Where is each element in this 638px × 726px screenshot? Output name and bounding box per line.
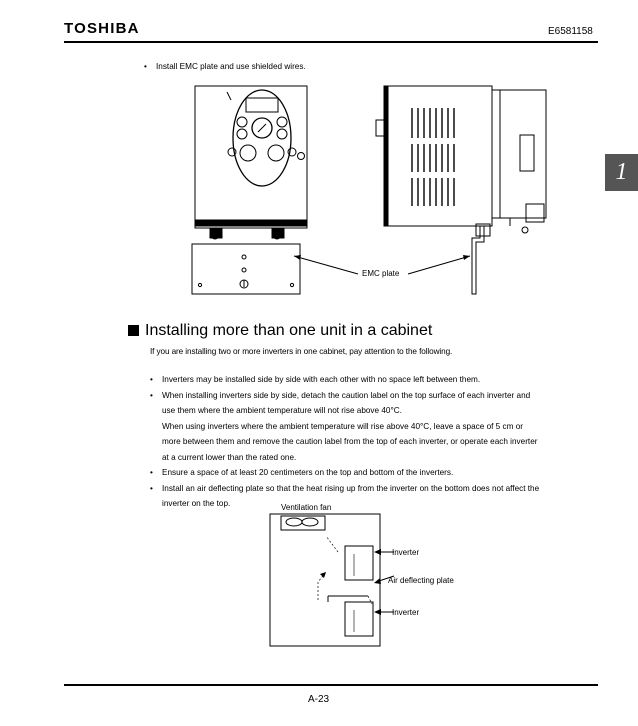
bullet-item: • Ensure a space of at least 20 centimet… <box>150 465 602 481</box>
header-rule <box>64 41 598 43</box>
bullet-text: When installing inverters side by side, … <box>162 390 531 400</box>
bullet-dot: • <box>150 468 153 477</box>
arrow-left-icon <box>374 549 381 555</box>
bullet-continuation: use them where the ambient temperature w… <box>162 406 402 415</box>
section-title: Installing more than one unit in a cabin… <box>128 322 432 340</box>
bullet-continuation: inverter on the top. <box>162 499 231 508</box>
section-intro: If you are installing two or more invert… <box>150 347 453 356</box>
emc-plate-side <box>471 226 485 295</box>
section-square-icon <box>128 325 139 336</box>
footer-rule <box>64 684 598 686</box>
emc-plate-drawing <box>191 85 547 295</box>
bullet-dot: • <box>150 390 153 400</box>
section-title-text: Installing more than one unit in a cabin… <box>145 322 433 339</box>
emc-bullet: • Install EMC plate and use shielded wir… <box>144 59 306 75</box>
emc-leader-left <box>293 255 359 275</box>
inverter-bottom <box>344 601 374 637</box>
emc-bullet-text: Install EMC plate and use shielded wires… <box>156 62 306 71</box>
chapter-tab: 1 <box>605 154 638 191</box>
arrow-left-icon <box>374 578 381 584</box>
setting-dial <box>251 117 273 139</box>
bullet-text: Install an air deflecting plate so that … <box>162 483 540 493</box>
operation-panel <box>232 89 292 187</box>
bullet-item: • Inverters may be installed side by sid… <box>150 372 602 388</box>
ventilation-fan <box>280 515 326 531</box>
document-number: E6581158 <box>548 26 593 37</box>
arrow-left-icon <box>374 609 381 615</box>
inverter-bottom-label: Inverter <box>392 608 420 617</box>
air-deflecting-plate-label: Air deflecting plate <box>388 576 454 585</box>
page-number: A-23 <box>308 694 330 705</box>
ventilation-fan-label: Ventilation fan <box>281 503 332 512</box>
inverter-top-label: Inverter <box>392 548 420 557</box>
emc-plate-label: EMC plate <box>362 269 400 278</box>
section-bullets: • Inverters may be installed side by sid… <box>150 372 602 512</box>
display-window <box>245 97 279 113</box>
bullet-text: Inverters may be installed side by side … <box>162 375 481 384</box>
inverter-side-body <box>383 85 493 227</box>
cabinet-arrows <box>374 549 395 615</box>
bullet-item: • Install an air deflecting plate so tha… <box>150 481 602 497</box>
inverter-front-body <box>194 85 308 229</box>
bullet-continuation: When using inverters where the ambient t… <box>162 421 523 431</box>
bullet-text: Ensure a space of at least 20 centimeter… <box>162 468 454 477</box>
emc-leader-right <box>407 255 471 275</box>
emc-plate-front <box>191 243 301 295</box>
bullet-continuation: more between them and remove the caution… <box>162 437 538 446</box>
cabinet-drawing <box>269 513 381 647</box>
bullet-item: • When installing inverters side by side… <box>150 388 602 404</box>
bullet-continuation: at a current lower than the rated one. <box>162 452 297 462</box>
bullet-dot: • <box>150 483 153 493</box>
bullet-dot: • <box>150 375 153 384</box>
inverter-top <box>344 545 374 581</box>
bullet-dot: • <box>144 62 147 71</box>
toshiba-logo: TOSHIBA <box>64 20 140 37</box>
